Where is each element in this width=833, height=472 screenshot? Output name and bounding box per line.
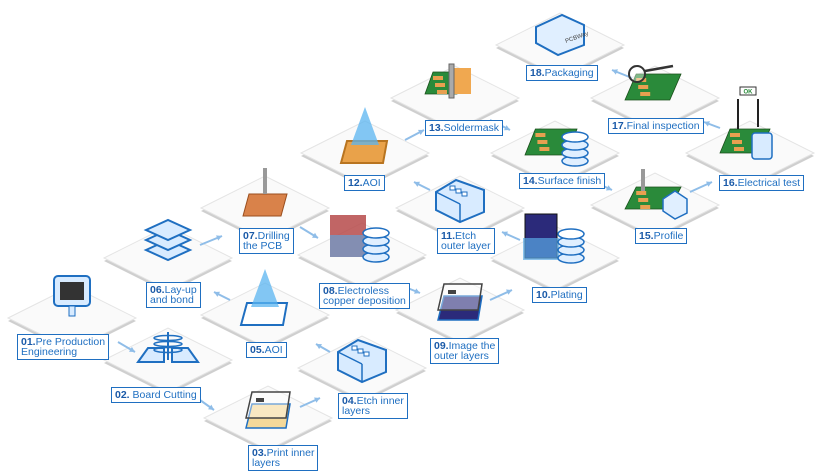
step-number: 04. (342, 395, 357, 407)
profile-icon (624, 169, 688, 220)
step-number: 17. (612, 120, 627, 132)
inspect-icon (624, 64, 682, 101)
step-number: 15. (639, 230, 654, 242)
step-title: Print inner (266, 447, 315, 459)
step-title-line2: layers (342, 405, 371, 417)
box3d-icon (337, 338, 387, 384)
step-number: 09. (434, 340, 449, 352)
step-title-line2: Engineering (21, 346, 78, 358)
step-number: 08. (323, 285, 338, 297)
step-title: Soldermask (443, 122, 500, 134)
step-title-line2: the PCB (243, 240, 283, 252)
step-number: 02. (115, 389, 130, 401)
stack-icon (143, 218, 193, 262)
step-label-17: 17.Final inspection (608, 118, 704, 134)
step-title-line2: layers (252, 457, 281, 469)
step-label-15: 15.Profile (635, 228, 688, 244)
soldermask-icon (424, 63, 471, 99)
etest-icon: OK (719, 86, 773, 160)
step-title: Lay-up (164, 284, 197, 296)
flow-arrow (413, 181, 431, 191)
flow-arrow (299, 226, 319, 239)
flow-arrow (315, 343, 331, 353)
copper-icon (330, 215, 390, 263)
step-number: 14. (523, 175, 538, 187)
flow-arrow (404, 129, 425, 141)
step-number: 16. (723, 177, 738, 189)
cutter-icon (136, 332, 200, 363)
step-label-16: 16.Electrical test (719, 175, 805, 191)
step-title-line2: outer layer (441, 240, 491, 252)
step-title-line2: outer layers (434, 350, 489, 362)
step-number: 10. (536, 289, 551, 301)
step-label-12: 12.AOI (344, 175, 385, 191)
step-number: 06. (150, 284, 165, 296)
step-label-14: 14.Surface finish (519, 173, 606, 189)
step-title: Plating (550, 289, 583, 301)
flow-arrow (117, 341, 136, 353)
aoi-orange-icon (339, 107, 389, 164)
step-label-5: 05.AOI (246, 342, 287, 358)
step-title-line2: and bond (150, 294, 194, 306)
ok-indicator: OK (744, 90, 754, 96)
step-title: AOI (362, 177, 381, 189)
step-title: AOI (264, 344, 283, 356)
step-title: Electroless (337, 285, 389, 297)
step-label-2: 02. Board Cutting (111, 387, 201, 403)
flow-arrow (199, 399, 215, 411)
step-number: 03. (252, 447, 267, 459)
step-number: 07. (243, 230, 258, 242)
step-title: Drilling (257, 230, 290, 242)
package-icon: PCBWay (535, 13, 589, 57)
step-title: Packaging (544, 67, 594, 79)
flow-arrow (299, 397, 321, 408)
flow-arrow (489, 289, 513, 301)
drill-icon (242, 168, 288, 217)
film-icon (245, 391, 291, 429)
step-number: 13. (429, 122, 444, 134)
step-title: Board Cutting (129, 389, 197, 401)
step-tile-13 (389, 65, 521, 133)
step-number: 12. (348, 177, 363, 189)
flow-arrow (501, 231, 521, 241)
step-number: 05. (250, 344, 265, 356)
step-label-13: 13.Soldermask (425, 120, 504, 136)
monitor-icon (53, 275, 91, 317)
step-number: 11. (441, 230, 456, 242)
step-label-18: 18.Packaging (526, 65, 598, 81)
step-title: Image the (448, 340, 496, 352)
step-title: Profile (653, 230, 684, 242)
step-title-line2: copper deposition (323, 295, 406, 307)
surface-icon (524, 128, 589, 167)
step-title: Surface finish (537, 175, 602, 187)
step-number: 18. (530, 67, 545, 79)
step-label-10: 10.Plating (532, 287, 587, 303)
step-title: Pre Production (35, 336, 106, 348)
flow-arrow (199, 235, 223, 246)
flow-arrow (703, 121, 721, 129)
step-title: Etch inner (356, 395, 404, 407)
film-dark-icon (437, 283, 483, 321)
box3d-icon (435, 178, 485, 224)
flow-arrow (689, 181, 713, 193)
step-title: Electrical test (737, 177, 801, 189)
step-title: Etch (455, 230, 477, 242)
step-number: 01. (21, 336, 36, 348)
plating-icon (523, 213, 585, 264)
flow-arrow (213, 291, 231, 301)
step-title: Final inspection (626, 120, 700, 132)
aoi-blue-icon (239, 269, 289, 326)
